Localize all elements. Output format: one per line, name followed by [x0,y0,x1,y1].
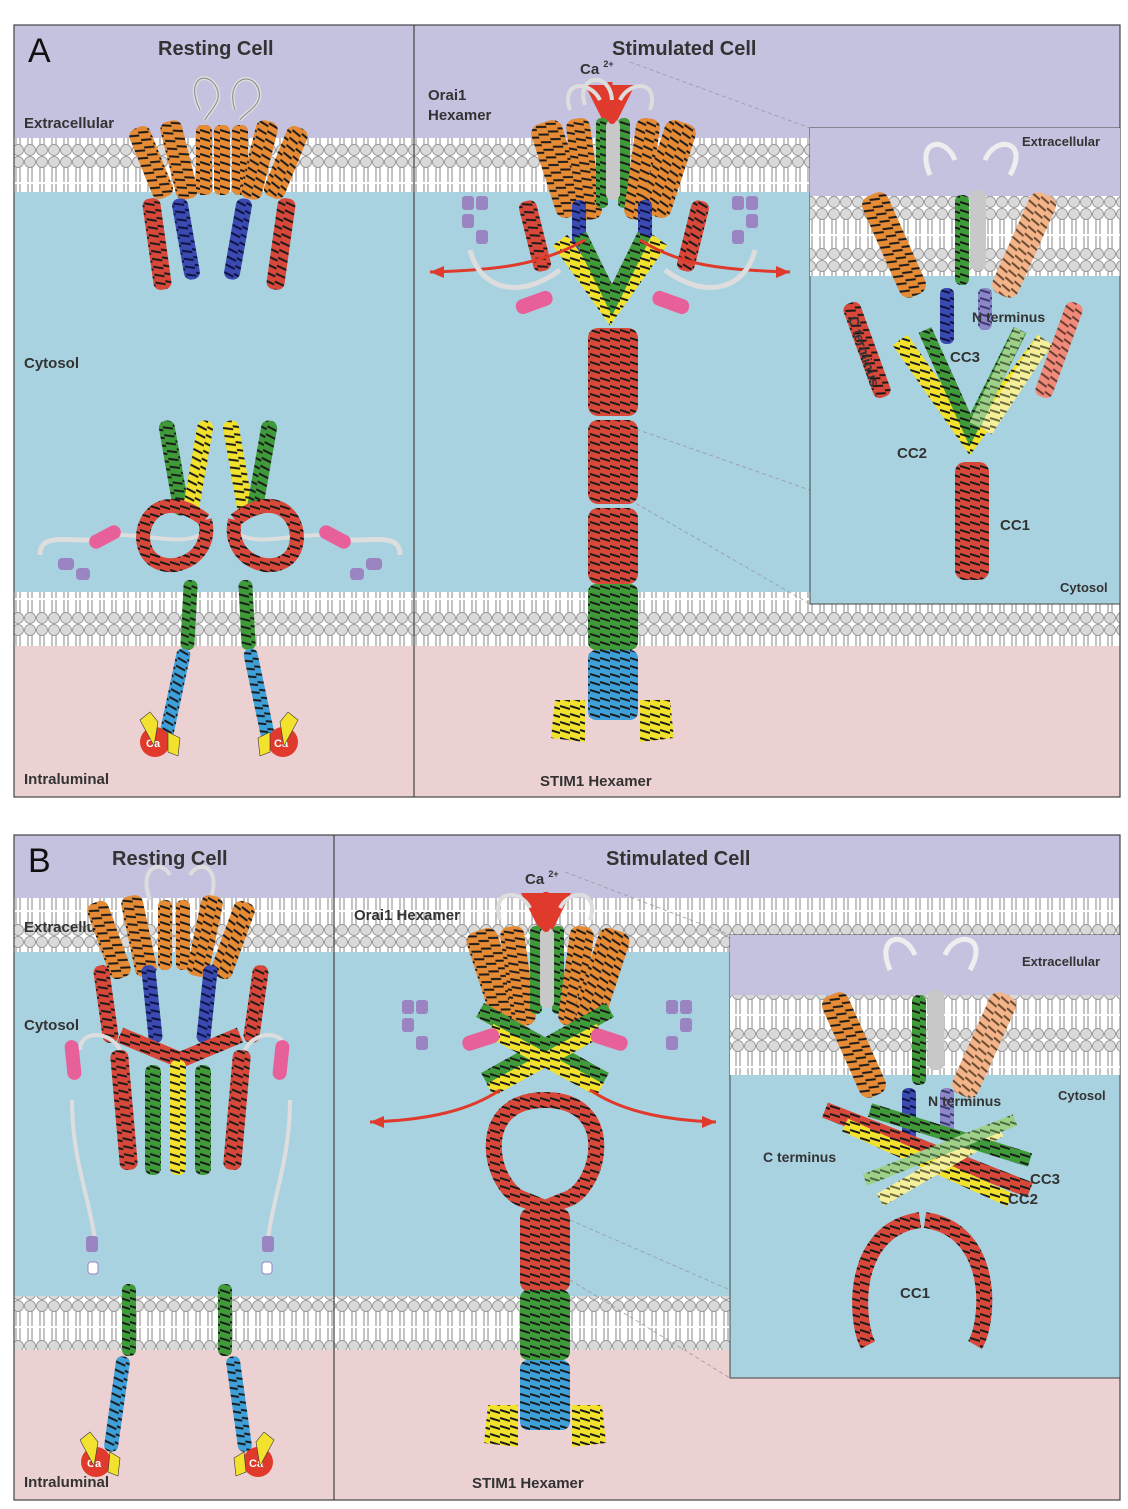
inset-extracellular-label: Extracellular [1022,134,1100,149]
cc3-label-b: CC3 [1030,1171,1060,1188]
cc1-label: CC1 [1000,517,1030,534]
inset-b-extracellular-label: Extracellular [1022,954,1100,969]
stimulated-cell-title: Stimulated Cell [612,38,756,60]
panel-a: A Resting Cell Stimulated Cell Extracell… [14,25,1120,797]
cc1-label-b: CC1 [900,1285,930,1302]
orai1-hexamer-label-b: Orai1 Hexamer [354,907,460,924]
ef-hand [58,558,74,570]
panel-letter-b: B [28,842,51,880]
resting-cell-title: Resting Cell [158,38,274,60]
n-terminus-label-b: N terminus [928,1093,1001,1109]
inset-b: Extracellular Cytosol N terminus C termi… [730,935,1120,1378]
cytosol-region [14,192,414,592]
cc2-label-b: CC2 [1008,1191,1038,1208]
cc3-label: CC3 [950,349,980,366]
n-terminus-label: N terminus [972,309,1045,325]
panel-b: B Resting Cell Stimulated Cell Extracell… [14,835,1120,1500]
stim1-hexamer-label: STIM1 Hexamer [540,773,652,790]
inset-b-cytosol-label: Cytosol [1058,1088,1106,1103]
pore [606,120,620,200]
cc2-label: CC2 [897,445,927,462]
stim1-hexamer-label-b: STIM1 Hexamer [472,1475,584,1492]
intraluminal-label: Intraluminal [24,771,109,788]
extracellular-label: Extracellular [24,115,114,132]
c-terminus-label-b: C terminus [763,1149,836,1165]
cytosol-label: Cytosol [24,355,79,372]
cytosol-label-b: Cytosol [24,1017,79,1034]
panel-letter-a: A [28,32,51,70]
inset-cytosol-label: Cytosol [1060,580,1108,595]
hexamer-label: Hexamer [428,107,492,124]
resting-cell-title-b: Resting Cell [112,848,228,870]
orai1-label: Orai1 [428,87,466,104]
stimulated-cell-title-b: Stimulated Cell [606,848,750,870]
inset-a: Extracellular Cytosol N terminus C termi… [810,128,1120,604]
